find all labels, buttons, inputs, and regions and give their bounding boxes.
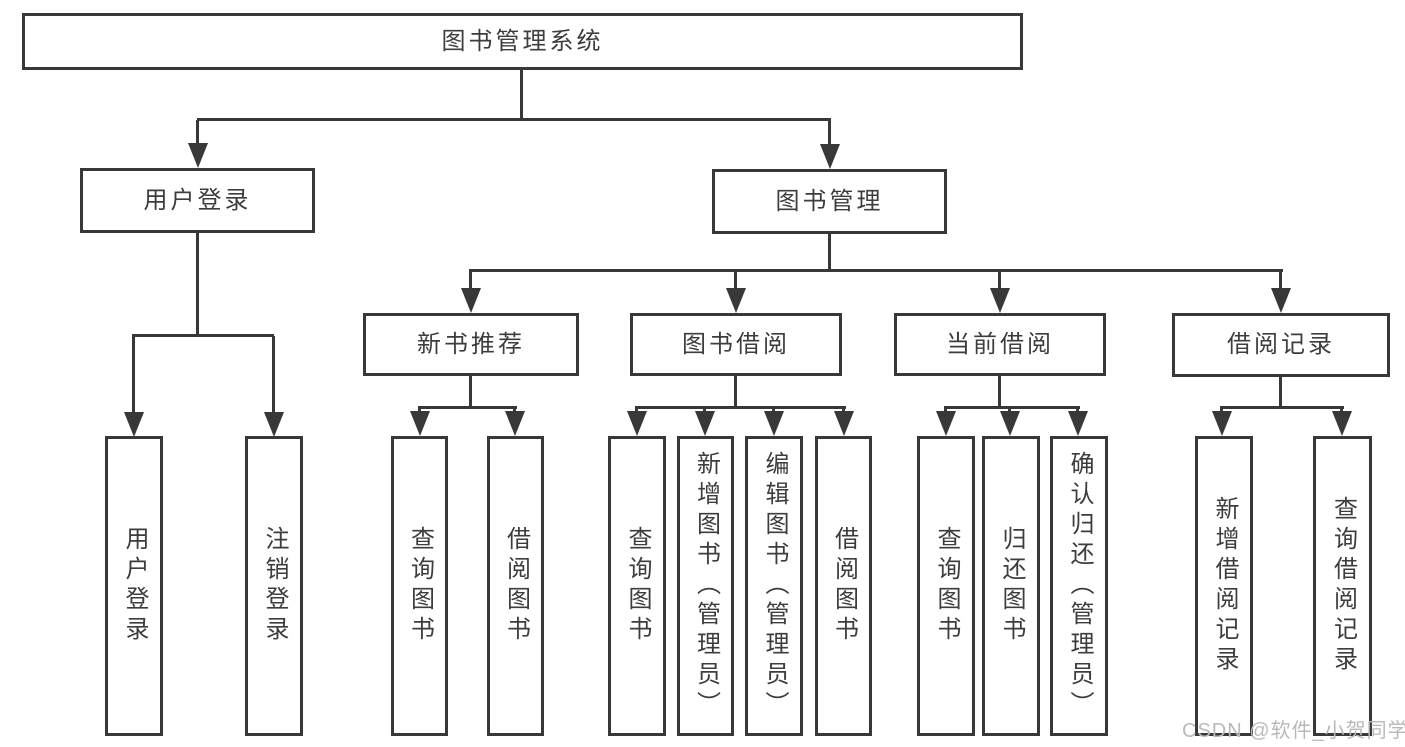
node-user-login: 用户登录	[80, 168, 315, 233]
arrow-down-icon	[1212, 411, 1232, 436]
node-current-borrowing: 当前借阅	[894, 313, 1106, 376]
connector-line	[132, 334, 274, 337]
arrow-down-icon	[726, 288, 746, 313]
connector-line	[734, 271, 737, 290]
leaf-confirm-return-admin: 确认归还（管理员）	[1050, 436, 1108, 736]
connector-line	[944, 406, 1080, 409]
connector-line	[1279, 377, 1282, 408]
leaf-query-books-recommend: 查询图书	[391, 436, 448, 736]
connector-line	[1279, 271, 1282, 290]
connector-line	[635, 406, 846, 409]
arrow-down-icon	[990, 288, 1010, 313]
arrow-down-icon	[764, 411, 784, 436]
leaf-user-login: 用户登录	[105, 436, 163, 736]
connector-line	[828, 120, 831, 147]
arrow-down-icon	[627, 411, 647, 436]
arrow-down-icon	[1068, 411, 1088, 436]
arrow-down-icon	[695, 411, 715, 436]
node-library-management-system: 图书管理系统	[22, 13, 1023, 70]
node-new-book-recommend: 新书推荐	[363, 313, 579, 376]
node-borrowing-records: 借阅记录	[1172, 313, 1390, 377]
leaf-edit-books-admin: 编辑图书（管理员）	[745, 436, 803, 736]
connector-line	[828, 233, 831, 272]
connector-line	[469, 271, 472, 290]
connector-line	[196, 120, 199, 146]
arrow-down-icon	[461, 288, 481, 313]
connector-line	[1220, 406, 1344, 409]
connector-line	[197, 118, 831, 121]
csdn-watermark: CSDN @软件_小贺同学	[1182, 720, 1405, 742]
connector-line	[520, 69, 523, 120]
arrow-down-icon	[820, 144, 840, 169]
arrow-down-icon	[410, 411, 430, 436]
leaf-add-books-admin: 新增图书（管理员）	[677, 436, 734, 736]
connector-line	[418, 406, 517, 409]
leaf-query-books-borrowing: 查询图书	[608, 436, 666, 736]
connector-line	[998, 375, 1001, 408]
arrow-down-icon	[936, 411, 956, 436]
node-book-management: 图书管理	[712, 169, 947, 234]
leaf-borrow-books: 借阅图书	[815, 436, 872, 736]
connector-line	[998, 271, 1001, 290]
arrow-down-icon	[1271, 288, 1291, 313]
connector-line	[469, 375, 472, 408]
leaf-borrow-books-recommend: 借阅图书	[487, 436, 544, 736]
leaf-return-books: 归还图书	[982, 436, 1040, 736]
node-book-borrowing: 图书借阅	[630, 313, 842, 376]
leaf-logout: 注销登录	[245, 436, 303, 736]
arrow-down-icon	[124, 412, 144, 437]
connector-line	[734, 375, 737, 408]
arrow-down-icon	[834, 411, 854, 436]
leaf-add-borrow-record: 新增借阅记录	[1195, 436, 1253, 736]
connector-line	[469, 269, 1283, 272]
leaf-query-borrow-record: 查询借阅记录	[1313, 436, 1372, 736]
connector-line	[272, 336, 275, 414]
connector-line	[132, 336, 135, 414]
leaf-query-books-current: 查询图书	[917, 436, 975, 736]
arrow-down-icon	[264, 412, 284, 437]
connector-line	[196, 232, 199, 336]
arrow-down-icon	[188, 143, 208, 168]
arrow-down-icon	[505, 411, 525, 436]
arrow-down-icon	[1000, 411, 1020, 436]
arrow-down-icon	[1332, 411, 1352, 436]
